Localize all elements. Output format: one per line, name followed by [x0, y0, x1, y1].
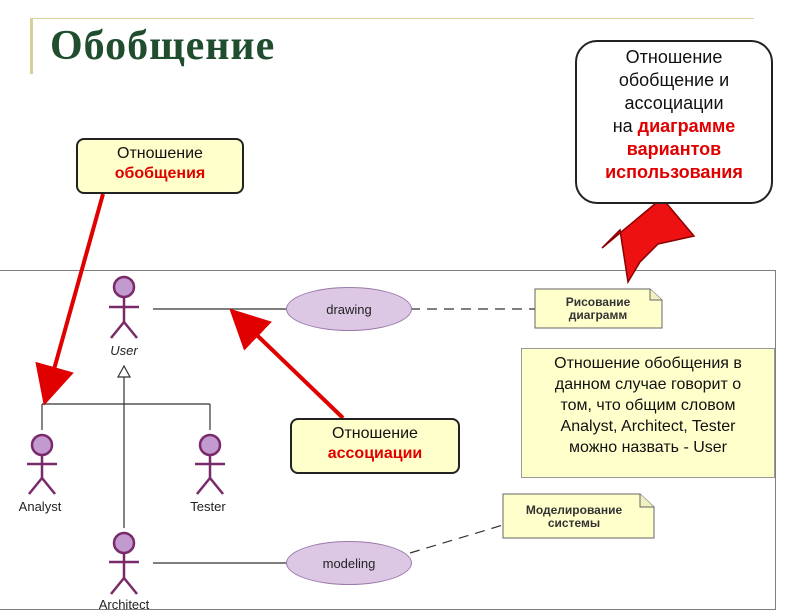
- note-modeling-text: Моделирование системы: [506, 504, 642, 530]
- callout-diagram: Отношение обобщение и ассоциации на диаг…: [575, 40, 773, 204]
- actor-architect-label: Architect: [98, 597, 150, 612]
- arrow-association: [229, 308, 345, 420]
- actor-analyst-label: Analyst: [18, 499, 62, 514]
- header-side-bar: [30, 18, 33, 74]
- actor-tester-figure[interactable]: [195, 433, 225, 495]
- note-drawing-text: Рисование диаграмм: [540, 296, 656, 322]
- callout-association-line1: Отношение: [332, 425, 418, 442]
- explanation-line2: данном случае говорит о: [554, 376, 742, 393]
- note-modeling-line2: системы: [547, 516, 601, 530]
- callout-diagram-line3: ассоциации: [624, 93, 724, 113]
- explanation-line1: Отношение обобщения в: [554, 355, 742, 372]
- note-shape-drawing: [534, 288, 663, 329]
- actor-tester-label: Tester: [190, 499, 226, 514]
- callout-diagram-line5: вариантов: [626, 139, 722, 159]
- callout-association: Отношение ассоциации: [290, 418, 460, 474]
- usecase-modeling[interactable]: modeling: [286, 541, 412, 585]
- callout-diagram-line4: на диаграмме: [583, 115, 765, 138]
- explanation-line5: можно назвать - User: [568, 439, 728, 456]
- header-rule: [30, 18, 754, 19]
- callout-diagram-line6: использования: [605, 162, 743, 182]
- callout-generalization: Отношение обобщения: [76, 138, 244, 194]
- callout-generalization-highlight: обобщения: [114, 165, 206, 182]
- actor-user-label: User: [110, 343, 138, 358]
- big-arrow-icon: [601, 196, 696, 285]
- actor-user-figure[interactable]: [109, 275, 139, 339]
- generalization-triangle: [116, 364, 132, 378]
- note-link-modeling: [409, 524, 504, 554]
- explanation-line3: том, что общим словом: [560, 397, 736, 414]
- note-modeling-line1: Моделирование: [525, 503, 623, 517]
- callout-diagram-line4-prefix: на: [612, 116, 638, 136]
- note-shape-modeling: [502, 493, 655, 539]
- actor-architect-figure[interactable]: [109, 531, 139, 595]
- explanation-note: Отношение обобщения в данном случае гово…: [521, 348, 775, 478]
- callout-diagram-line2: обобщение и: [618, 70, 730, 90]
- callout-generalization-line1: Отношение: [117, 145, 203, 162]
- callout-diagram-line1: Отношение: [625, 47, 723, 67]
- arrow-generalization: [35, 193, 105, 406]
- callout-diagram-line4-highlight: диаграмме: [637, 116, 736, 136]
- page-title: Обобщение: [50, 23, 276, 69]
- usecase-drawing[interactable]: drawing: [286, 287, 412, 331]
- explanation-line4: Analyst, Architect, Tester: [560, 418, 736, 435]
- callout-association-highlight: ассоциации: [327, 445, 423, 462]
- actor-analyst-figure[interactable]: [27, 433, 57, 495]
- note-drawing-line2: диаграмм: [568, 308, 628, 322]
- note-drawing-line1: Рисование: [565, 295, 631, 309]
